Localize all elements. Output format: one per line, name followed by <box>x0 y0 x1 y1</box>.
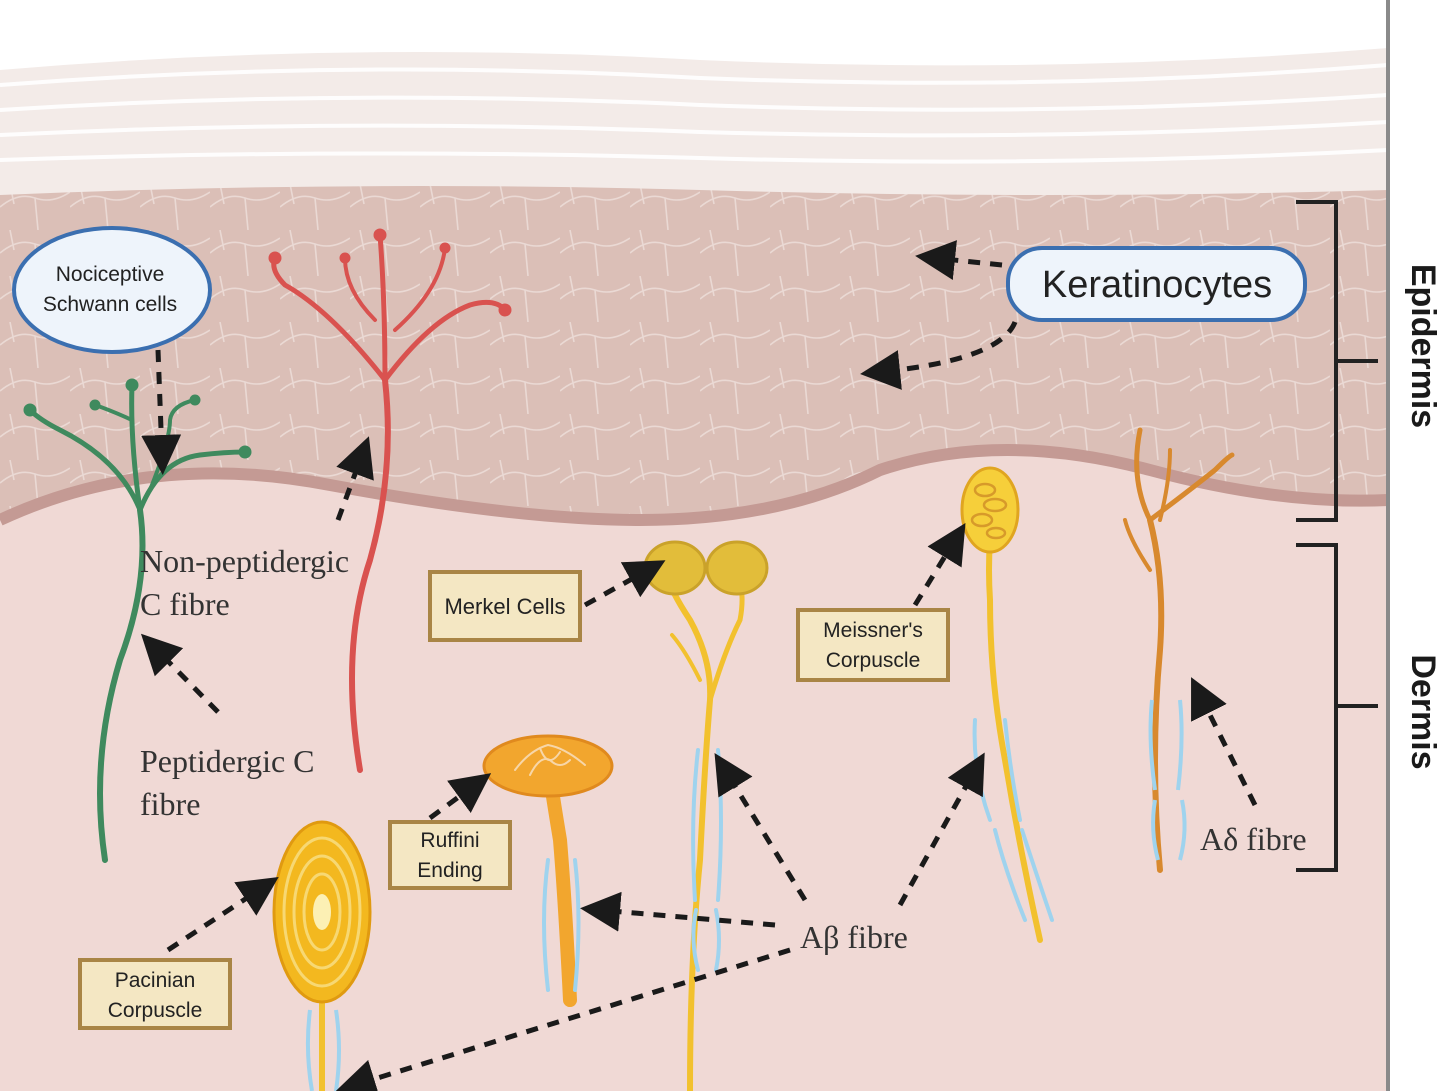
a-delta-fibre-label: Aδ fibre <box>1200 821 1307 857</box>
svg-text:Keratinocytes: Keratinocytes <box>1042 264 1272 306</box>
arrow-peptidergic <box>140 633 220 714</box>
non-peptidergic-label: Non-peptidergic C fibre <box>140 543 349 622</box>
arrow-abeta-ruffini <box>580 891 776 932</box>
arrow-pacinian <box>166 876 279 953</box>
peptidergic-label: Peptidergic C fibre <box>140 743 315 822</box>
green-c-fibre <box>23 378 252 863</box>
a-delta-myelin <box>1148 699 1187 861</box>
right-border <box>1386 0 1390 1091</box>
svg-text:Corpuscle: Corpuscle <box>108 999 203 1022</box>
svg-text:Schwann cells: Schwann cells <box>43 293 177 316</box>
arrow-keratinocytes-2 <box>860 320 1018 390</box>
svg-text:Pacinian: Pacinian <box>115 969 196 992</box>
svg-text:Corpuscle: Corpuscle <box>826 649 921 672</box>
meissner-fibre <box>960 466 1054 943</box>
arrow-keratinocytes-1 <box>915 240 1003 280</box>
merkel-cells-label: Merkel Cells <box>428 570 582 642</box>
arrow-abeta-pacinian <box>335 947 791 1091</box>
merkel-cell-right <box>705 540 769 596</box>
merkel-cell-left <box>643 540 707 596</box>
ruffini-label: Ruffini Ending <box>388 820 512 890</box>
arrow-abeta-meissner <box>897 752 985 907</box>
stratum-corneum <box>0 48 1388 195</box>
arrow-nonpep <box>335 436 374 521</box>
svg-text:Ruffini: Ruffini <box>420 829 479 852</box>
svg-text:Meissner's: Meissner's <box>823 619 923 642</box>
red-c-fibre <box>268 228 512 773</box>
dermis-label: Dermis <box>1404 654 1440 769</box>
arrow-abeta-merkel <box>714 752 808 902</box>
svg-text:fibre: fibre <box>140 786 200 822</box>
meissner-label: Meissner's Corpuscle <box>796 608 950 682</box>
svg-text:Non-peptidergic: Non-peptidergic <box>140 543 349 579</box>
pacinian-label: Pacinian Corpuscle <box>78 958 232 1030</box>
epidermis-label: Epidermis <box>1404 264 1440 428</box>
epidermis-bracket <box>1296 200 1378 522</box>
ruffini-capsule <box>482 734 614 798</box>
ruffini-fibre <box>482 734 614 1007</box>
a-beta-fibre-label: Aβ fibre <box>800 919 908 955</box>
stratum-corneum-lines <box>0 63 1389 164</box>
arrow-schwann <box>141 349 182 475</box>
svg-text:Merkel Cells: Merkel Cells <box>444 594 565 619</box>
basal-membrane <box>0 444 1389 527</box>
svg-text:C fibre: C fibre <box>140 586 230 622</box>
svg-text:Peptidergic C: Peptidergic C <box>140 743 315 779</box>
arrows <box>140 240 1258 1091</box>
a-delta-fibre <box>1123 427 1235 873</box>
nociceptive-schwann-label: Nociceptive Schwann cells <box>12 226 212 354</box>
svg-text:Ending: Ending <box>417 859 482 882</box>
keratinocytes-label: Keratinocytes <box>1006 246 1307 322</box>
dermis-bracket <box>1296 543 1378 872</box>
svg-text:Nociceptive: Nociceptive <box>56 263 165 286</box>
arrow-ruffini <box>428 773 492 821</box>
